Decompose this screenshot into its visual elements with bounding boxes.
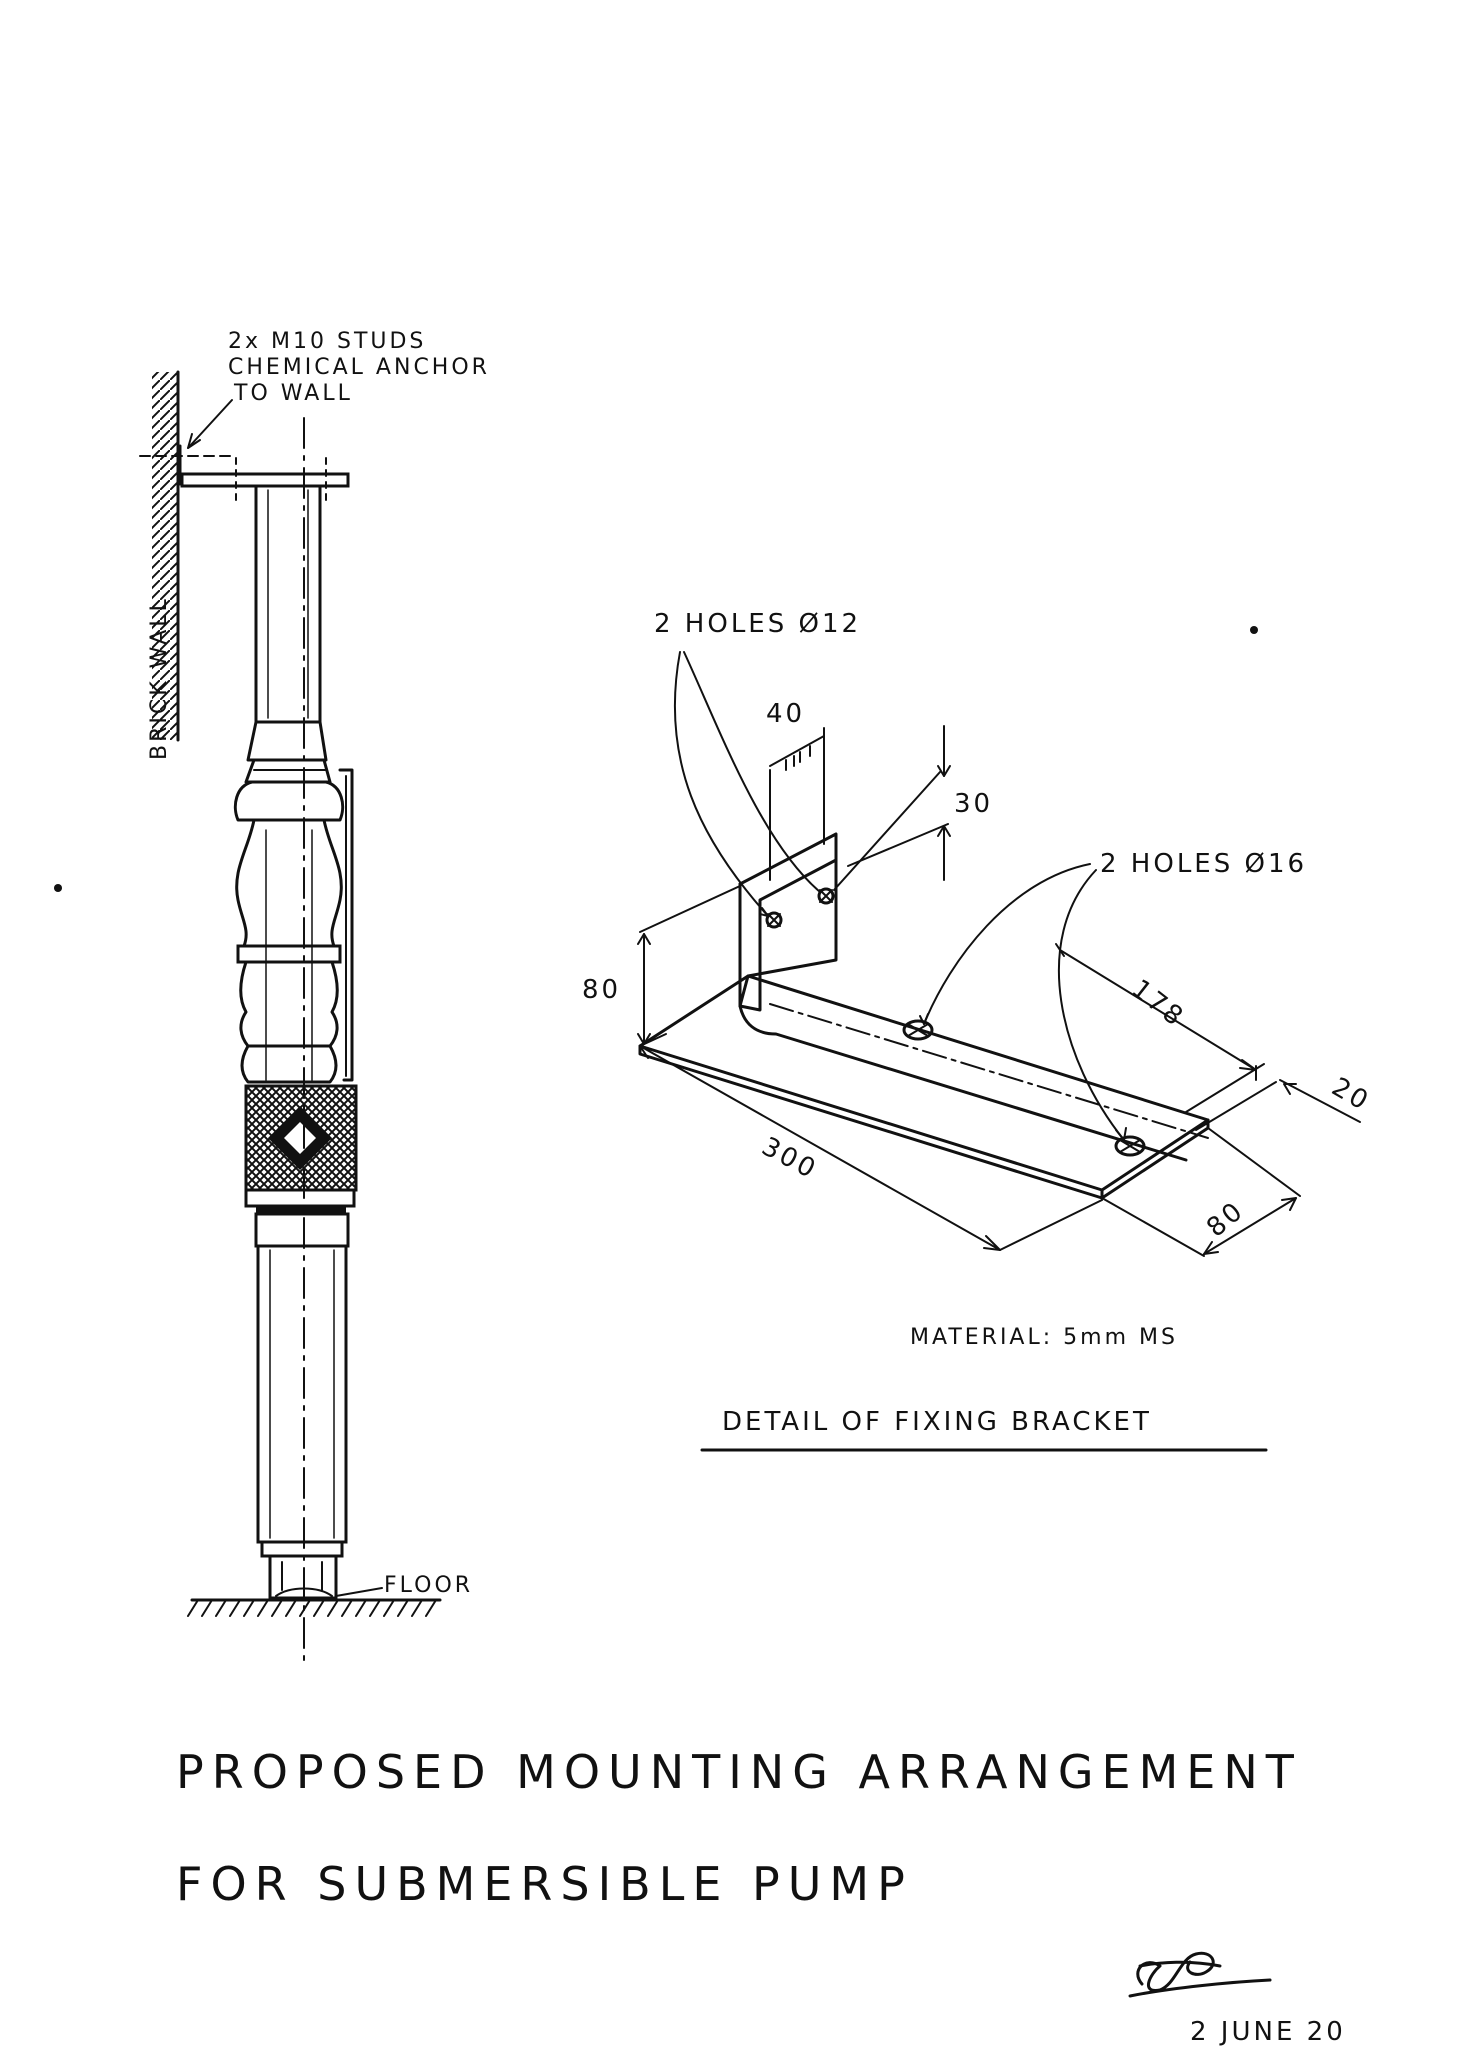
- dimension-label: 30: [954, 789, 993, 819]
- pump-body: [235, 768, 354, 1084]
- stud-note-line1: 2x M10 STUDS: [228, 329, 426, 354]
- stud-note-line3: TO WALL: [233, 381, 353, 406]
- floor: FLOOR: [187, 1573, 473, 1617]
- bracket-upright: [738, 832, 838, 1008]
- bracket-detail: 40 30 80 178: [582, 609, 1376, 1452]
- floor-label: FLOOR: [384, 1573, 473, 1598]
- dimension-label: 80: [1201, 1195, 1250, 1243]
- stud-note-line2: CHEMICAL ANCHOR: [228, 355, 490, 380]
- holes-16-label: 2 HOLES Ø16: [1100, 849, 1307, 879]
- motor-section: [254, 1212, 350, 1600]
- stud-leader: [187, 399, 233, 449]
- dim-178: 178: [1055, 943, 1257, 1081]
- dimension-label: 40: [766, 699, 805, 729]
- leader-holes-16: [923, 863, 1125, 1141]
- intake-screen: [244, 1084, 358, 1214]
- wall-label: BRICK WALL: [147, 596, 172, 760]
- dimension-label: 20: [1327, 1072, 1376, 1118]
- bracket-base-plate: [638, 974, 1210, 1192]
- discharge-head: [233, 720, 345, 822]
- dim-20: 20: [1185, 1063, 1376, 1131]
- hole-12-left: [765, 911, 783, 929]
- detail-title: DETAIL OF FIXING BRACKET: [722, 1407, 1152, 1437]
- signature-date: 2 JUNE 20: [1190, 2017, 1346, 2047]
- title-line1: PROPOSED MOUNTING ARRANGEMENT: [176, 1745, 1302, 1799]
- hole-16-left: [902, 1019, 934, 1041]
- pump-assembly: BRICK WALL 2x M10 STUDS CHEMICAL ANCHOR …: [139, 329, 490, 1667]
- dim-30: 30: [833, 725, 993, 891]
- brick-wall: BRICK WALL: [147, 370, 180, 760]
- holes-12-label: 2 HOLES Ø12: [654, 609, 861, 639]
- dimension-label: 80: [582, 975, 621, 1005]
- title-line2: FOR SUBMERSIBLE PUMP: [176, 1857, 913, 1911]
- leader-holes-12: [673, 651, 821, 917]
- hole-12-right: [817, 887, 835, 905]
- dim-40: 40: [766, 699, 825, 881]
- hole-16-right: [1114, 1135, 1146, 1157]
- speck: [54, 884, 62, 892]
- speck: [1250, 626, 1258, 634]
- riser-pipe: [254, 484, 322, 724]
- dimension-label: 300: [757, 1132, 823, 1186]
- signature: [1128, 1951, 1272, 1998]
- dim-80-height: 80: [582, 885, 741, 1047]
- material-note: MATERIAL: 5mm MS: [910, 1325, 1178, 1350]
